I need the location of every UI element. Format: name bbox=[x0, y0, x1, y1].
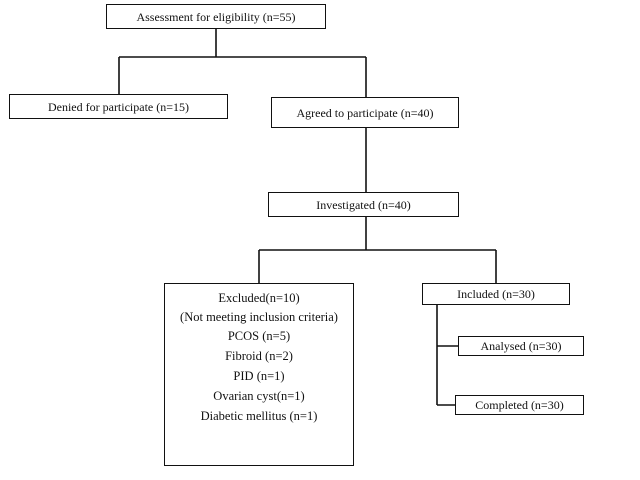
assessment-box: Assessment for eligibility (n=55) bbox=[106, 4, 326, 29]
completed-box: Completed (n=30) bbox=[455, 395, 584, 415]
excluded-item: Ovarian cyst(n=1) bbox=[213, 389, 305, 403]
excluded-item: PID (n=1) bbox=[233, 369, 285, 383]
excluded-box: Excluded(n=10) (Not meeting inclusion cr… bbox=[164, 283, 354, 466]
agreed-box: Agreed to participate (n=40) bbox=[271, 97, 459, 128]
analysed-box: Analysed (n=30) bbox=[458, 336, 584, 356]
excluded-item: Fibroid (n=2) bbox=[225, 349, 293, 363]
investigated-box: Investigated (n=40) bbox=[268, 192, 459, 217]
excluded-item: PCOS (n=5) bbox=[227, 329, 291, 343]
denied-box: Denied for participate (n=15) bbox=[9, 94, 228, 119]
excluded-reason: (Not meeting inclusion criteria) bbox=[180, 310, 338, 324]
included-box: Included (n=30) bbox=[422, 283, 570, 305]
excluded-title: Excluded(n=10) bbox=[218, 291, 300, 305]
excluded-item: Diabetic mellitus (n=1) bbox=[200, 409, 318, 423]
